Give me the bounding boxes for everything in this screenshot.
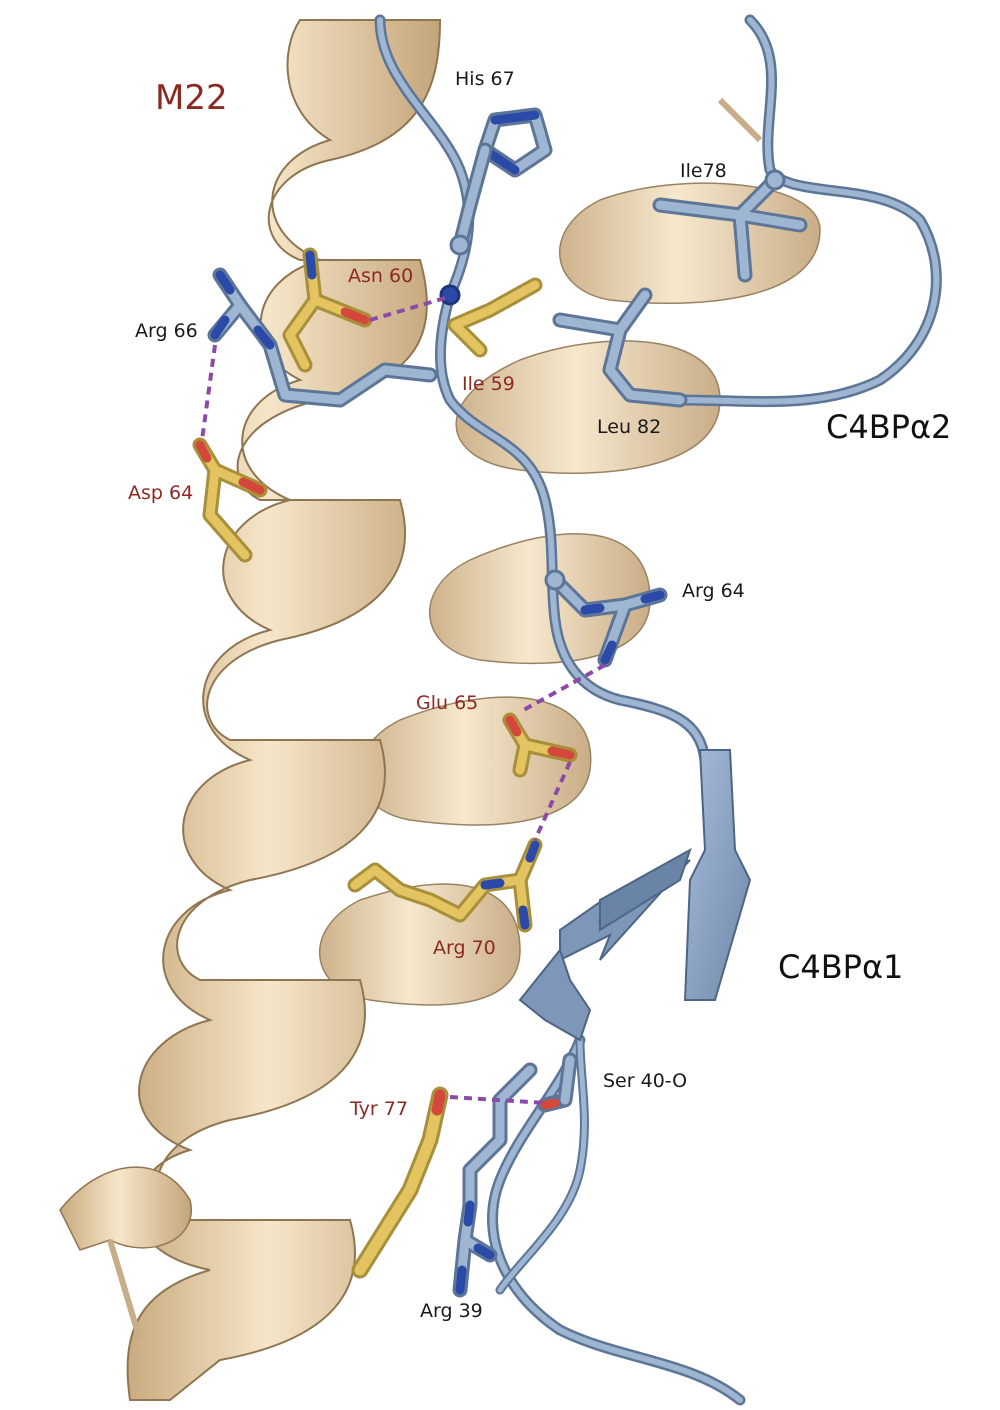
chain-label-c4bp-a1: C4BPα1 xyxy=(778,948,904,986)
c4bp-sidechains xyxy=(207,107,808,1298)
residue-label-tyr77: Tyr 77 xyxy=(350,1098,408,1120)
residue-label-ile59: Ile 59 xyxy=(462,373,515,395)
m22-sidechains xyxy=(192,247,578,1279)
c4bp-backbone xyxy=(374,14,942,1406)
residue-label-asn60: Asn 60 xyxy=(348,265,414,287)
c4bp-beta-sheet xyxy=(518,749,752,1042)
hbond-tyr77-ser40 xyxy=(449,1095,546,1105)
m22-helix-back xyxy=(319,182,821,1006)
residue-label-his67: His 67 xyxy=(455,68,515,90)
hydrogen-bonds xyxy=(200,296,606,1105)
hbond-glu65-arg70 xyxy=(533,761,572,841)
residue-label-ser40: Ser 40-O xyxy=(603,1070,688,1092)
residue-label-arg39: Arg 39 xyxy=(420,1300,483,1322)
residue-label-arg70: Arg 70 xyxy=(433,937,496,959)
chain-label-m22: M22 xyxy=(155,78,228,118)
residue-label-arg66: Arg 66 xyxy=(135,320,198,342)
residue-label-asp64: Asp 64 xyxy=(128,482,194,504)
residue-label-ile78: Ile78 xyxy=(680,160,727,182)
residue-label-glu65: Glu 65 xyxy=(416,692,479,714)
chain-label-c4bp-a2: C4BPα2 xyxy=(826,408,952,446)
hbond-arg64-glu65 xyxy=(519,663,606,714)
m22-helix-front xyxy=(59,19,763,1401)
residue-label-arg64: Arg 64 xyxy=(682,580,745,602)
residue-label-leu82: Leu 82 xyxy=(597,416,662,438)
hbond-arg66-asp64 xyxy=(200,344,217,441)
